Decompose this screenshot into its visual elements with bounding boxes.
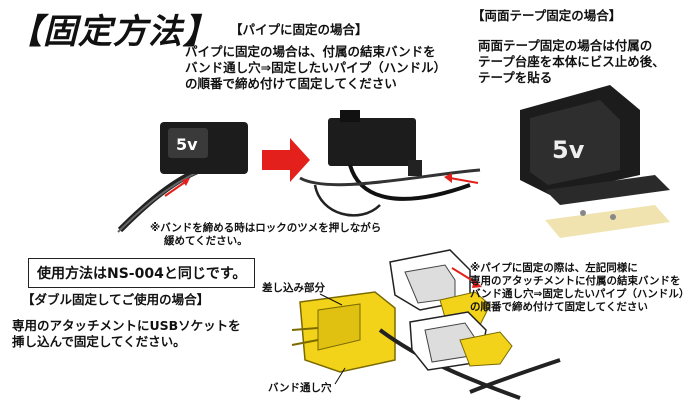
double-body-line: 挿し込んで固定してください。 <box>12 334 186 349</box>
note-line: 緩めてください。 <box>164 235 248 247</box>
pipe-section-body: パイプに固定の場合は、付属の結束バンドを バンド通し穴⇒固定したいパイプ（ハンド… <box>185 44 446 92</box>
tape-body-line: テープ台座を本体にビス止め後、 <box>478 54 665 69</box>
double-note-line: ※パイプに固定の際は、左記同様に <box>470 262 638 274</box>
attachment-illustration <box>291 291 396 385</box>
page-title: 【固定方法】 <box>8 12 218 52</box>
red-arrow-right-icon <box>262 138 310 182</box>
double-fix-note: ※パイプに固定の際は、左記同様に 専用のアタッチメントに付属の結束バンドを バン… <box>470 262 689 314</box>
tape-body-line: 両面テープ固定の場合は付属の <box>478 38 653 53</box>
usage-notice-box: 使用方法はNS-004と同じです。 <box>28 258 256 288</box>
double-section-body: 専用のアタッチメントにUSBソケットを 挿し込んで固定してください。 <box>12 318 241 350</box>
tape-section-title: 【両面テープ固定の場合】 <box>472 8 622 23</box>
device-label-tape: 5v <box>552 136 585 164</box>
pipe-section-title: 【パイプに固定の場合】 <box>230 22 368 37</box>
device-illustration-left: 5v <box>117 122 248 233</box>
band-hole-label: バンド通し穴 <box>268 382 332 394</box>
double-attachment-illustration <box>378 249 561 400</box>
tape-body-line: テープを貼る <box>478 70 553 85</box>
note-line: ※バンドを締める時はロックのツメを押しながら <box>150 222 382 234</box>
pipe-body-line: バンド通し穴⇒固定したいパイプ（ハンドル） <box>185 60 447 75</box>
insert-part-label: 差し込み部分 <box>262 282 325 294</box>
band-release-note: ※バンドを締める時はロックのツメを押しながら 緩めてください。 <box>150 222 381 248</box>
pipe-body-line: の順番で締め付けて固定してください <box>185 76 397 91</box>
tape-section-body: 両面テープ固定の場合は付属の テープ台座を本体にビス止め後、 テープを貼る <box>478 38 665 86</box>
double-body-line: 専用のアタッチメントにUSBソケットを <box>12 318 241 333</box>
device-illustration-middle <box>299 110 481 217</box>
double-note-line: バンド通し穴⇒固定したいパイプ（ハンドル） <box>470 288 690 300</box>
double-note-line: 専用のアタッチメントに付属の結束バンドを <box>470 275 681 287</box>
double-section-title: 【ダブル固定してご使用の場合】 <box>22 292 210 307</box>
device-illustration-tape: 5v <box>520 85 670 238</box>
double-note-line: の順番で締め付けて固定してください <box>470 301 648 313</box>
pipe-body-line: パイプに固定の場合は、付属の結束バンドを <box>185 44 436 59</box>
device-label-left: 5v <box>176 135 198 154</box>
